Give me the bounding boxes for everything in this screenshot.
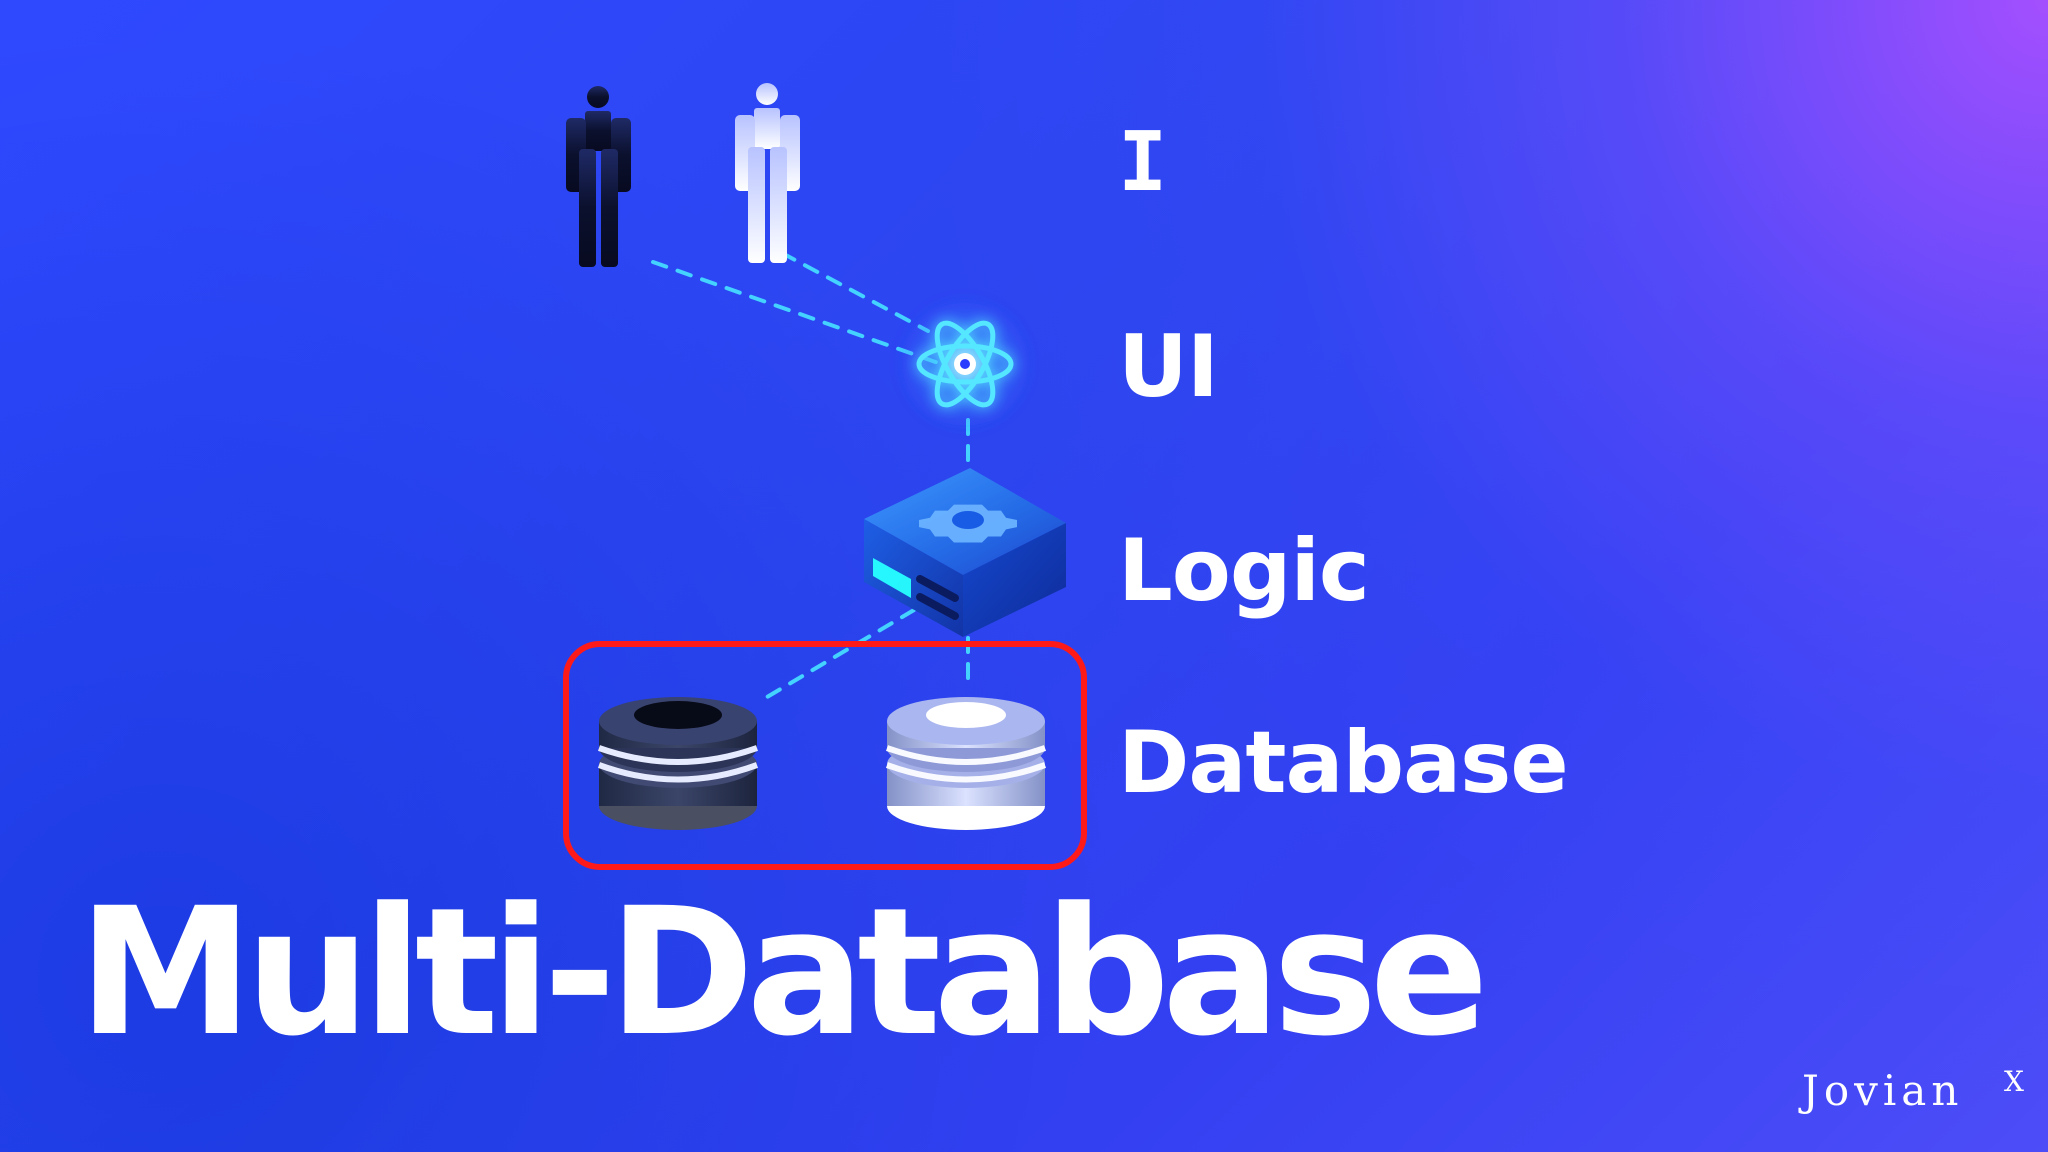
layer-label-logic: Logic bbox=[1118, 521, 1370, 621]
connector-logic-to-db-left bbox=[760, 608, 916, 702]
react-atom-icon bbox=[893, 292, 1037, 436]
person-light-icon bbox=[735, 83, 800, 263]
brand-logo-suffix: X bbox=[2004, 1065, 2024, 1098]
database-light-icon bbox=[885, 697, 1047, 830]
server-gear-icon bbox=[864, 468, 1066, 637]
brand-logo-text: Jovian bbox=[1802, 1066, 1964, 1115]
headline-title: Multi-Database bbox=[78, 870, 1489, 1075]
connector-user-light-to-ui bbox=[780, 251, 930, 333]
connector-user-dark-to-ui bbox=[651, 260, 946, 367]
layer-label-database: Database bbox=[1118, 713, 1569, 813]
person-dark-icon bbox=[566, 86, 631, 267]
layer-label-ui: UI bbox=[1118, 317, 1219, 417]
layer-label-i: I bbox=[1118, 115, 1168, 210]
database-dark-icon bbox=[597, 697, 759, 830]
database-highlight-box bbox=[563, 641, 1087, 870]
